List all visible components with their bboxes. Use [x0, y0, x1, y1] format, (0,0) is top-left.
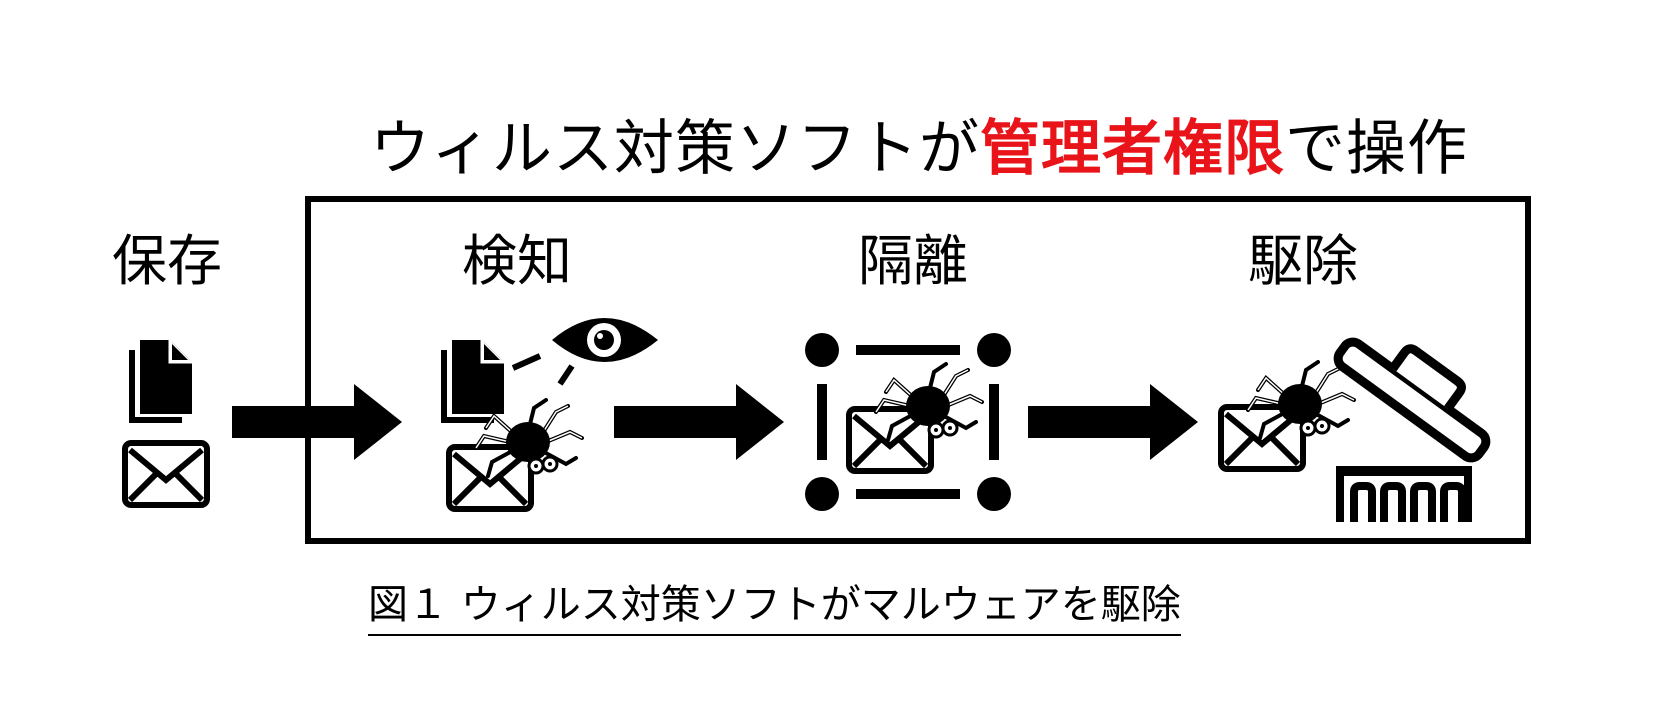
title-prefix: ウィルス対策ソフトが	[370, 114, 980, 184]
step-label-isolate: 隔離	[858, 229, 969, 293]
diagram-title: ウィルス対策ソフトが管理者権限で操作	[370, 100, 1468, 187]
step-label-detect: 検知	[462, 229, 573, 293]
eye-icon	[552, 318, 658, 362]
spider-icon	[1246, 360, 1356, 440]
arrow-icon	[1028, 384, 1198, 460]
trash-bin-icon	[1333, 337, 1491, 522]
step-label-remove: 駆除	[1248, 229, 1359, 293]
arrow-icon	[232, 384, 402, 460]
arrow-icon	[614, 384, 784, 460]
figure-caption: 図１ ウィルス対策ソフトがマルウェアを駆除	[368, 572, 1181, 636]
title-suffix: で操作	[1285, 114, 1468, 184]
quarantine-frame-icon	[805, 333, 1011, 511]
envelope-icon	[125, 443, 207, 505]
document-icon	[444, 340, 504, 420]
spider-icon	[874, 362, 984, 442]
step-label-save: 保存	[112, 229, 223, 293]
document-icon	[132, 340, 192, 420]
title-highlight: 管理者権限	[980, 114, 1285, 184]
connector-line	[511, 353, 575, 386]
antivirus-scope-frame	[305, 196, 1531, 544]
